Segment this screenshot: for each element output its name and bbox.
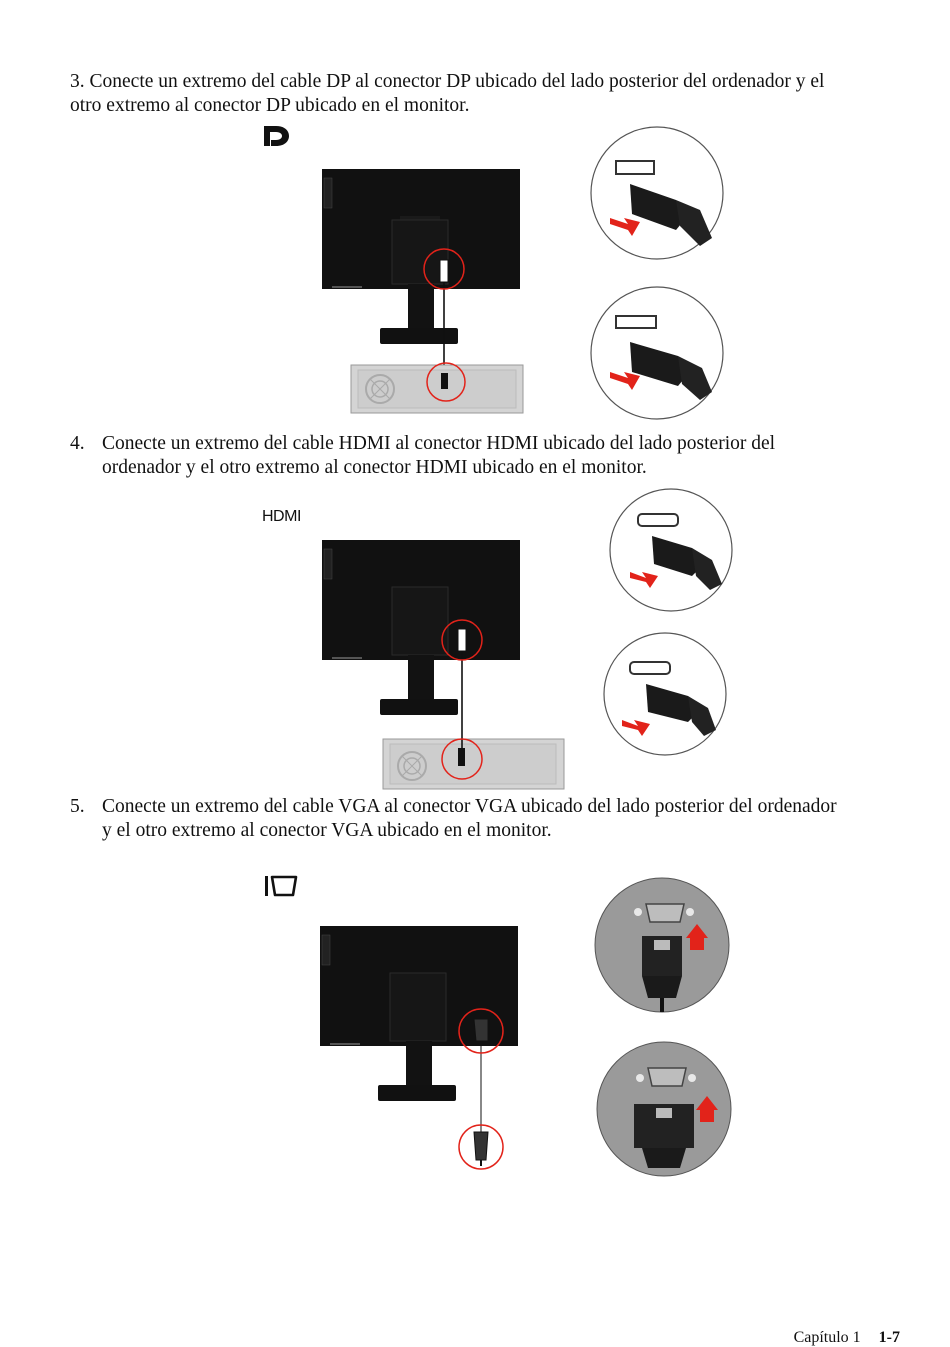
- pc-back-dp: [350, 364, 524, 414]
- hdmi-connector-closeup-2: [603, 632, 727, 756]
- step-3-line-2: otro extremo al conector DP ubicado en e…: [70, 95, 470, 116]
- pc-back-hdmi: [382, 738, 565, 790]
- footer-page-number: 1-7: [878, 1329, 900, 1346]
- monitor-back-dp: [322, 169, 520, 382]
- monitor-back-vga: [320, 926, 518, 1101]
- dp-connector-closeup-1: [590, 126, 724, 260]
- vga-connector-closeup-1: [594, 877, 730, 1013]
- step-4-number: 4.: [70, 433, 85, 454]
- monitor-back-hdmi: [322, 540, 520, 719]
- displayport-icon: [264, 126, 289, 146]
- step-5-number: 5.: [70, 796, 85, 817]
- step-3-line-1: 3. Conecte un extremo del cable DP al co…: [70, 71, 825, 92]
- step-5-line-1: Conecte un extremo del cable VGA al cone…: [102, 796, 837, 817]
- step-4-line-1: Conecte un extremo del cable HDMI al con…: [102, 433, 776, 454]
- page-footer: Capítulo 1 1-7: [794, 1329, 900, 1347]
- step-5-line-2: y el otro extremo al conector VGA ubicad…: [102, 820, 552, 841]
- footer-chapter: Capítulo 1: [793, 1329, 861, 1346]
- step-4-line-2: ordenador y el otro extremo al conector …: [102, 457, 647, 478]
- vga-icon: [265, 875, 298, 897]
- vga-connector-closeup-2: [596, 1041, 732, 1177]
- hdmi-port-label: HDMI: [262, 508, 301, 525]
- dp-connector-closeup-2: [590, 286, 724, 420]
- hdmi-connector-closeup-1: [609, 488, 733, 612]
